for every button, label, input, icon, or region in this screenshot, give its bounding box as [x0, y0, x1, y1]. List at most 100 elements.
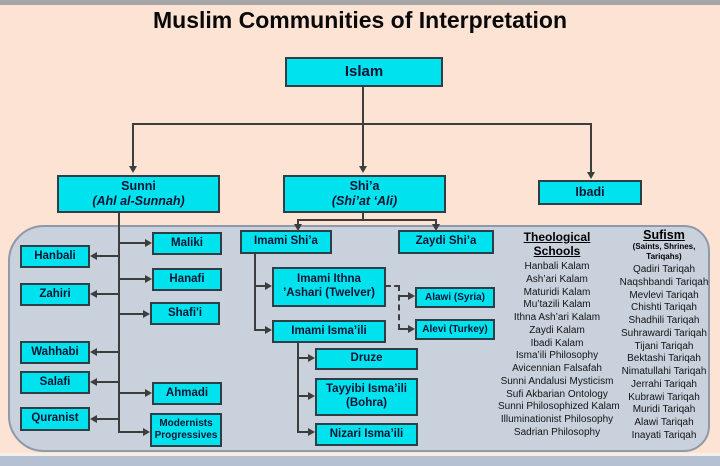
arrow-right-icon	[145, 275, 152, 283]
theological-schools-heading: Schools	[533, 244, 581, 258]
node-shafii: Shafi'i	[150, 302, 220, 325]
arrow-left-icon	[90, 348, 97, 356]
node-imami-ithna-ashari: Imami Ithna ’Ashari (Twelver)	[272, 267, 386, 307]
node-label: Tayyibi Isma’ili	[326, 383, 407, 396]
node-zaydi-shia: Zaydi Shi’a	[398, 230, 494, 254]
node-sunni: Sunni (Ahl al-Sunnah)	[57, 175, 220, 213]
connector-line	[297, 357, 309, 359]
node-label: Shafi'i	[167, 306, 203, 319]
connector-line	[297, 219, 437, 221]
list-item: Maturidi Kalam	[523, 286, 591, 298]
connector-line	[254, 329, 266, 331]
connector-line	[118, 392, 146, 394]
arrow-right-icon	[408, 325, 415, 333]
arrow-left-icon	[90, 378, 97, 386]
node-maliki: Maliki	[152, 232, 222, 255]
list-item: Muridi Tariqah	[632, 404, 696, 416]
connector-line	[297, 343, 299, 433]
arrow-right-icon	[265, 282, 272, 290]
node-label: Wahhabi	[31, 345, 79, 358]
arrow-left-icon	[90, 290, 97, 298]
node-salafi: Salafi	[20, 371, 90, 394]
connector-line	[97, 418, 120, 420]
connector-line	[398, 328, 409, 330]
arrow-down-icon	[294, 224, 302, 231]
list-item: Ibadi Kalam	[530, 337, 584, 349]
node-label: Salafi	[39, 375, 71, 388]
sufism-column: Sufism (Saints, Shrines, Tariqahs) Qadir…	[614, 228, 714, 443]
node-label: Sunni	[121, 179, 156, 194]
list-item: Ash’ari Kalam	[526, 273, 588, 285]
node-label: Nizari Isma’ili	[329, 427, 404, 440]
node-label: Zahiri	[39, 287, 71, 300]
arrow-down-icon	[129, 166, 137, 173]
connector-line	[297, 431, 309, 433]
node-label: Quranist	[31, 412, 79, 425]
node-label: Imami Isma’ili	[291, 324, 367, 337]
list-item: Sunni Philosophized Kalam	[498, 401, 620, 413]
list-item: Zaydi Kalam	[529, 324, 585, 336]
node-wahhabi: Wahhabi	[20, 341, 90, 364]
node-druze: Druze	[315, 348, 418, 370]
arrow-left-icon	[90, 415, 97, 423]
arrow-right-icon	[143, 310, 150, 318]
list-item: Illuminationist Philosophy	[500, 414, 614, 425]
list-item: Suhrawardi Tariqah	[621, 327, 707, 339]
arrow-right-icon	[308, 392, 315, 400]
connector-line	[398, 295, 409, 297]
node-label: Imami Shi’a	[254, 235, 318, 248]
list-item: Nimatullahi Tariqah	[621, 366, 707, 377]
arrow-right-icon	[265, 326, 272, 334]
connector-line	[297, 395, 309, 397]
node-label: Druze	[350, 352, 383, 365]
bottom-border-bar	[0, 456, 720, 466]
list-item: Jerrahi Tariqah	[631, 378, 697, 390]
node-alevi: Alevi (Turkey)	[415, 319, 495, 340]
list-item: Ithna Ash’ari Kalam	[513, 312, 601, 323]
connector-line	[590, 123, 592, 173]
node-sublabel: (Ahl al-Sunnah)	[92, 194, 185, 208]
node-label: Zaydi Shi’a	[415, 235, 477, 248]
list-item: Hanbali Kalam	[524, 261, 590, 272]
node-label: Maliki	[171, 236, 203, 249]
node-label: (Bohra)	[346, 397, 387, 409]
sufism-heading: Sufism	[643, 228, 685, 242]
node-label: Ibadi	[575, 185, 605, 200]
node-label: Imami Ithna	[297, 273, 361, 286]
connector-line	[118, 278, 146, 280]
node-alawi: Alawi (Syria)	[415, 287, 495, 308]
arrow-right-icon	[145, 239, 152, 247]
connector-line	[435, 219, 437, 225]
arrow-down-icon	[359, 166, 367, 173]
node-label: Islam	[344, 63, 384, 81]
node-label: ’Ashari (Twelver)	[283, 287, 375, 299]
list-item: Sunni Andalusi Mysticism	[500, 375, 614, 387]
connector-line	[118, 313, 144, 315]
node-label: Modernists	[159, 418, 213, 430]
node-ibadi: Ibadi	[538, 180, 642, 205]
connector-line	[297, 219, 299, 225]
node-nizari-ismaili: Nizari Isma’ili	[315, 423, 418, 446]
node-label: Hanafi	[169, 272, 205, 285]
node-hanbali: Hanbali	[20, 245, 90, 268]
list-item: Sufi Akbarian Ontology	[506, 388, 608, 400]
arrow-right-icon	[308, 428, 315, 436]
list-item: Qadiri Tariqah	[632, 264, 696, 275]
bottom-divider	[0, 453, 720, 456]
node-label: Ahmadi	[165, 386, 209, 399]
list-item: Chishti Tariqah	[631, 302, 697, 314]
connector-line	[97, 381, 120, 383]
connector-line	[118, 431, 144, 433]
list-item: Kubrawi Tariqah	[628, 391, 700, 403]
node-imami-shia: Imami Shi’a	[240, 230, 332, 254]
top-border-bar	[0, 0, 720, 5]
node-hanafi: Hanafi	[152, 268, 222, 291]
node-tayyibi-ismaili: Tayyibi Isma’ili (Bohra)	[315, 378, 418, 416]
sufism-subtitle: Tariqahs)	[646, 251, 682, 261]
node-zahiri: Zahiri	[20, 283, 90, 306]
arrow-left-icon	[90, 252, 97, 260]
arrow-right-icon	[308, 354, 315, 362]
node-label: Hanbali	[34, 249, 76, 262]
connector-line	[97, 255, 120, 257]
